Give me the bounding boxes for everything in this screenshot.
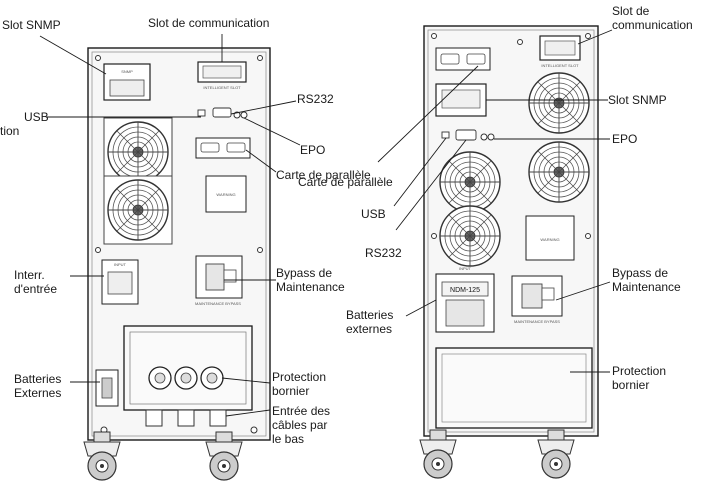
label-bypass-right: Bypass de Maintenance: [612, 266, 681, 294]
label-bypass-right-line1: Bypass de: [612, 266, 669, 280]
label-input-breaker: Interr. d'entrée: [14, 268, 57, 296]
label-protection-right: Protection bornier: [612, 364, 666, 392]
svg-text:WARNING: WARNING: [216, 192, 235, 197]
label-batteries-left-line1: Batteries: [14, 372, 62, 386]
left-leader-lines: [39, 34, 301, 417]
svg-text:INPUT: INPUT: [114, 262, 127, 267]
svg-text:MAINTENANCE BYPASS: MAINTENANCE BYPASS: [514, 319, 560, 324]
svg-text:INPUT: INPUT: [459, 266, 472, 271]
svg-text:WARNING: WARNING: [540, 237, 559, 242]
label-batteries-right-line2: externes: [346, 322, 393, 336]
label-protection-left-line2: bornier: [272, 384, 310, 398]
label-bypass-left: Bypass de Maintenance: [276, 266, 345, 294]
label-parallel-card-right: Carte de parallèle: [298, 175, 393, 189]
label-rs232-right: RS232: [365, 246, 402, 260]
breaker-model-label: NDM-125: [450, 287, 480, 294]
label-batteries-left: Batteries Externes: [14, 372, 61, 400]
label-usb-left: USB: [24, 110, 49, 124]
label-input-breaker-line1: Interr.: [14, 268, 45, 282]
label-slot-snmp-left: Slot SNMP: [2, 18, 61, 32]
right-leader-lines: [377, 29, 613, 373]
svg-text:INTELLIGENT SLOT: INTELLIGENT SLOT: [541, 63, 579, 68]
label-parallel-card-left: Carte de parallèle: [276, 168, 371, 182]
svg-text:MAINTENANCE BYPASS: MAINTENANCE BYPASS: [195, 301, 241, 306]
label-protection-right-line2: bornier: [612, 378, 650, 392]
label-cable-entry-line3: le bas: [272, 432, 305, 446]
label-bypass-left-line1: Bypass de: [276, 266, 333, 280]
svg-text:SNMP: SNMP: [121, 69, 133, 74]
label-input-breaker-line2: d'entrée: [14, 282, 57, 296]
label-cable-entry: Entrée des câbles par le bas: [272, 404, 330, 446]
label-slot-communication-right-line1: Slot de: [612, 4, 650, 18]
label-protection-right-line1: Protection: [612, 364, 667, 378]
label-slot-communication-right: Slot de communication: [612, 4, 693, 32]
label-protection-left-line1: Protection: [272, 370, 327, 384]
label-cable-entry-line2: câbles par: [272, 418, 328, 432]
label-epo-right: EPO: [612, 132, 638, 146]
label-slot-communication-left: Slot de communication: [148, 16, 270, 30]
label-batteries-right-line1: Batteries: [346, 308, 394, 322]
svg-text:INTELLIGENT SLOT: INTELLIGENT SLOT: [203, 85, 241, 90]
label-slot-communication-right-line2: communication: [612, 18, 693, 32]
right-ups-unit: INTELLIGENT SLOT WARNING INPUT MAINTENAN…: [419, 25, 599, 479]
label-cut-text: tion: [0, 124, 20, 138]
label-cable-entry-line1: Entrée des: [272, 404, 331, 418]
label-rs232-left: RS232: [297, 92, 334, 106]
label-bypass-left-line2: Maintenance: [276, 280, 345, 294]
left-ups-unit: SNMP INTELLIGENT SLOT WARNING INPUT MAIN…: [83, 47, 271, 481]
label-protection-left: Protection bornier: [272, 370, 326, 398]
label-batteries-right: Batteries externes: [346, 308, 393, 336]
label-batteries-left-line2: Externes: [14, 386, 62, 400]
label-slot-snmp-right: Slot SNMP: [608, 93, 667, 107]
label-epo-left: EPO: [300, 143, 326, 157]
label-usb-right: USB: [361, 207, 386, 221]
label-bypass-right-line2: Maintenance: [612, 280, 681, 294]
